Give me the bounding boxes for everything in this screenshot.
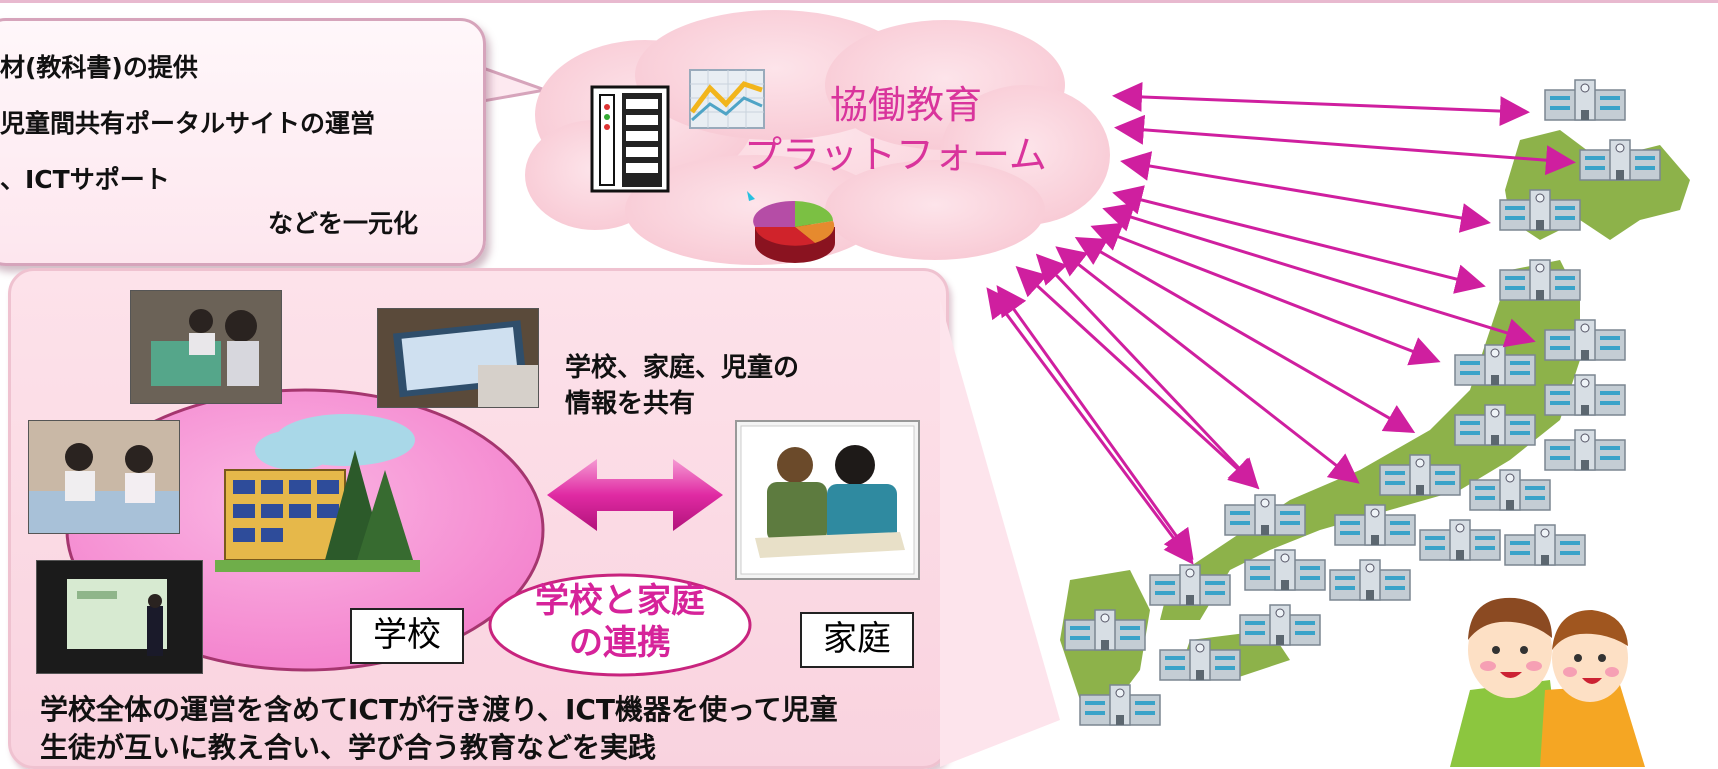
parent-child-image xyxy=(735,420,920,580)
pie-chart-icon xyxy=(747,191,835,263)
share-info-line-2: 情報を共有 xyxy=(565,389,696,419)
cooperation-line-2: の連携 xyxy=(569,623,671,663)
school-building-icon xyxy=(215,414,420,572)
tablet-photo xyxy=(377,308,539,408)
bubble-line-2: 児童間共有ポータルサイトの運営 xyxy=(0,109,376,138)
panel-caption-line-2: 生徒が互いに教え合い、学び合う教育などを実践 xyxy=(40,731,657,764)
children-illustration xyxy=(1450,597,1645,767)
services-bubble xyxy=(0,18,486,266)
share-info-line-1: 学校、家庭、児童の xyxy=(565,353,800,383)
platform-title-line-2: プラットフォーム xyxy=(744,133,1047,177)
bubble-line-4: などを一元化 xyxy=(268,209,419,238)
top-border-line xyxy=(0,0,1718,3)
school-label: 学校 xyxy=(350,608,464,664)
bubble-line-3: 、ICTサポート xyxy=(0,165,170,194)
line-chart-icon xyxy=(689,69,765,129)
cooperation-line-1: 学校と家庭 xyxy=(535,581,705,621)
bubble-line-1: 材(教科書)の提供 xyxy=(0,53,198,82)
home-label: 家庭 xyxy=(800,612,914,668)
school-home-double-arrow xyxy=(547,459,723,531)
classroom-photo-1 xyxy=(130,290,282,404)
cooperation-oval xyxy=(488,573,752,677)
platform-title-line-1: 協働教育 xyxy=(830,83,983,127)
server-icon xyxy=(590,85,670,193)
classroom-photo-2 xyxy=(28,420,180,534)
projector-photo xyxy=(36,560,203,674)
panel-caption-line-1: 学校全体の運営を含めてICTが行き渡り、ICT機器を使って児童 xyxy=(40,693,838,726)
